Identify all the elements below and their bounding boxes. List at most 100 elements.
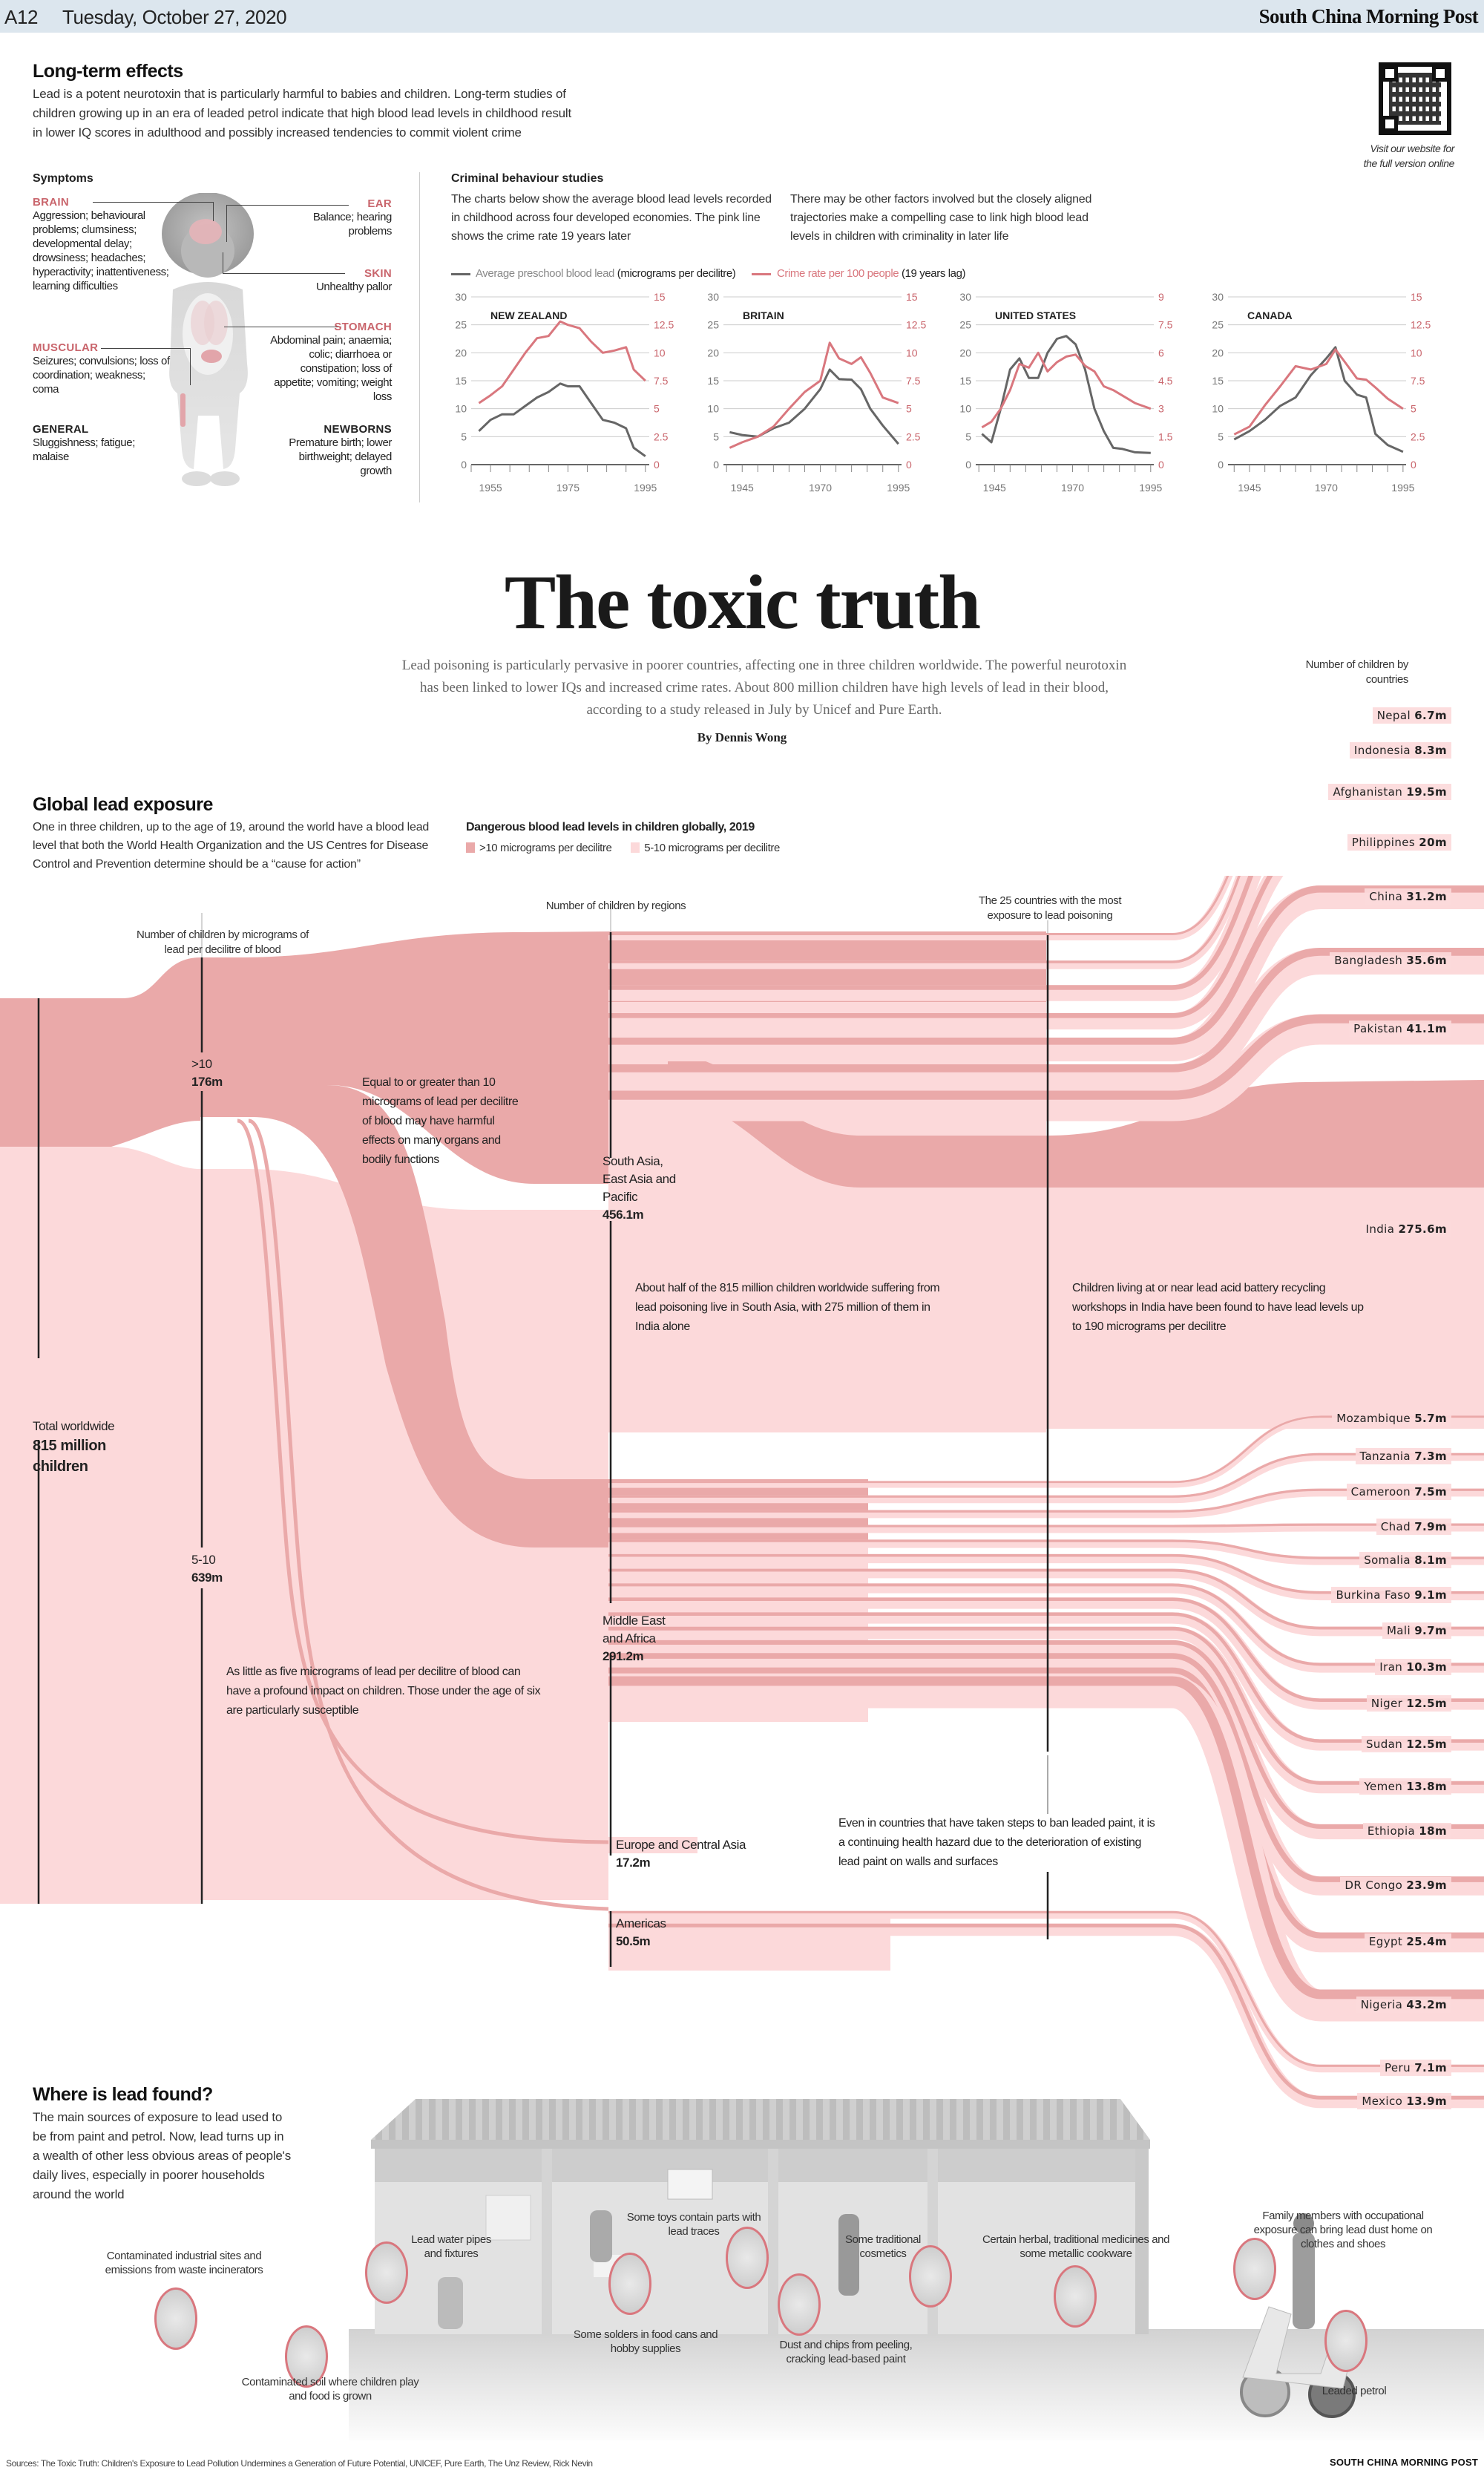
country-column-header: Number of children by countries [1305,658,1409,686]
svg-text:BRITAIN: BRITAIN [743,310,784,321]
global-exposure-heading: Global lead exposure [33,794,213,815]
svg-text:1945: 1945 [731,482,754,494]
svg-text:30: 30 [455,291,467,303]
country-value: 23.9m [1406,1879,1447,1892]
level-range: >10 [191,1057,212,1071]
qr-code[interactable] [1379,62,1451,135]
country-name: Somalia [1364,1553,1415,1567]
svg-text:7.5: 7.5 [906,375,921,387]
svg-text:CANADA: CANADA [1247,310,1293,321]
region-name: Europe and Central Asia [616,1838,746,1852]
svg-text:1970: 1970 [1315,482,1338,494]
region-value: 456.1m [603,1208,644,1222]
svg-text:10: 10 [1212,403,1224,415]
country-name: Chad [1380,1520,1415,1533]
symptom-ear: EAR Balance; hearing problems [267,197,393,238]
symptoms-heading: Symptoms [33,172,93,185]
svg-text:2.5: 2.5 [654,430,669,442]
page-date: Tuesday, October 27, 2020 [62,6,287,28]
criminal-heading: Criminal behaviour studies [451,172,604,185]
svg-text:10: 10 [455,403,467,415]
country-name: Sudan [1365,1738,1407,1751]
muscular-leader-line [190,348,191,385]
svg-text:25: 25 [455,319,467,331]
legend-high-label: >10 micrograms per decilitre [479,842,612,854]
country-value: 10.3m [1406,1660,1447,1674]
country-value: 20m [1419,836,1447,849]
masthead-logo[interactable]: South China Morning Post [1258,5,1479,27]
where-body: The main sources of exposure to lead use… [33,2110,292,2201]
svg-text:1955: 1955 [479,482,502,494]
country-name: DR Congo [1345,1879,1407,1892]
child-figure [590,2210,612,2262]
symptom-text: Aggression; behavioural problems; clumsi… [33,209,169,292]
note-south-asia: About half of the 815 million children w… [635,1282,940,1333]
byline: By Dennis Wong [697,730,787,744]
leaded-petrol-icon [1324,2310,1368,2372]
svg-text:10: 10 [906,347,918,358]
country-label-somalia: Somalia 8.1m [1359,1552,1451,1568]
page-number: A12 [4,6,39,28]
country-value: 35.6m [1406,954,1447,967]
level-low-label: 5-10 639m [191,1551,223,1587]
skin-leader-line [223,273,345,274]
muscular-leader-line [101,348,190,349]
country-name: Pakistan [1353,1022,1407,1035]
legend-lead-swatch [451,272,470,275]
country-name: Mozambique [1336,1412,1415,1425]
svg-text:1995: 1995 [1391,482,1414,494]
qr-caption-line: the full version online [1363,157,1455,169]
svg-text:10: 10 [959,403,971,415]
country-label-mozambique: Mozambique 5.7m [1332,1410,1451,1427]
symptom-newborns: NEWBORNS Premature birth; lower birthwei… [282,423,392,478]
svg-text:1.5: 1.5 [1158,430,1173,442]
country-label-burkina-faso: Burkina Faso 9.1m [1331,1587,1451,1603]
caption-contaminated-soil: Contaminated soil where children play an… [241,2376,419,2403]
qr-caption: Visit our website for the full version o… [1336,141,1455,171]
country-name: Ethiopia [1367,1824,1419,1838]
svg-text:0: 0 [713,459,719,471]
symptom-text: Premature birth; lower birthweight; dela… [289,436,392,477]
svg-text:15: 15 [1212,375,1224,387]
country-label-egypt: Egypt 25.4m [1364,1933,1451,1950]
svg-text:7.5: 7.5 [1158,319,1173,331]
svg-text:7.5: 7.5 [654,375,669,387]
country-value: 7.5m [1414,1485,1447,1499]
food-cans-icon [608,2253,651,2315]
country-value: 7.1m [1414,2061,1447,2074]
country-name: Mali [1386,1624,1415,1637]
region-americas: Americas 50.5m [616,1915,705,1951]
country-value: 6.7m [1414,709,1447,722]
symptom-muscular: MUSCULAR Seizures; convulsions; loss of … [33,341,174,396]
legend-low-label: 5-10 micrograms per decilitre [644,842,780,854]
top25-column-header: The 25 countries with the most exposure … [978,894,1122,922]
caption-toys: Some toys contain parts with lead traces [626,2211,761,2238]
country-label-chad: Chad 7.9m [1376,1519,1451,1535]
symptom-label: STOMACH [334,321,392,333]
country-value: 8.3m [1414,744,1447,757]
svg-text:0: 0 [461,459,467,471]
caption-cookware: Certain herbal, traditional medicines an… [982,2233,1170,2260]
country-flows [608,876,1484,2109]
house-illustration [349,2099,1484,2440]
svg-text:12.5: 12.5 [1411,319,1431,331]
svg-text:0: 0 [906,459,912,471]
scooter-illustration [1240,2213,1356,2418]
country-label-dr-congo: DR Congo 23.9m [1340,1877,1451,1893]
country-label-ethiopia: Ethiopia 18m [1362,1823,1451,1839]
country-name: Tanzania [1359,1450,1415,1463]
svg-text:20: 20 [959,347,971,358]
svg-text:30: 30 [1212,291,1224,303]
level-high-label: >10 176m [191,1055,223,1091]
sankey-legend: >10 micrograms per decilitre 5-10 microg… [466,842,780,854]
page-header-bar [0,0,1484,33]
qr-finder [1432,65,1448,82]
symptom-text: Unhealthy pallor [316,281,392,293]
intro-text: Lead poisoning is particularly pervasive… [401,658,1127,718]
roof [371,2099,1150,2140]
svg-text:1945: 1945 [983,482,1006,494]
svg-text:1975: 1975 [556,482,580,494]
svg-text:12.5: 12.5 [654,319,674,331]
